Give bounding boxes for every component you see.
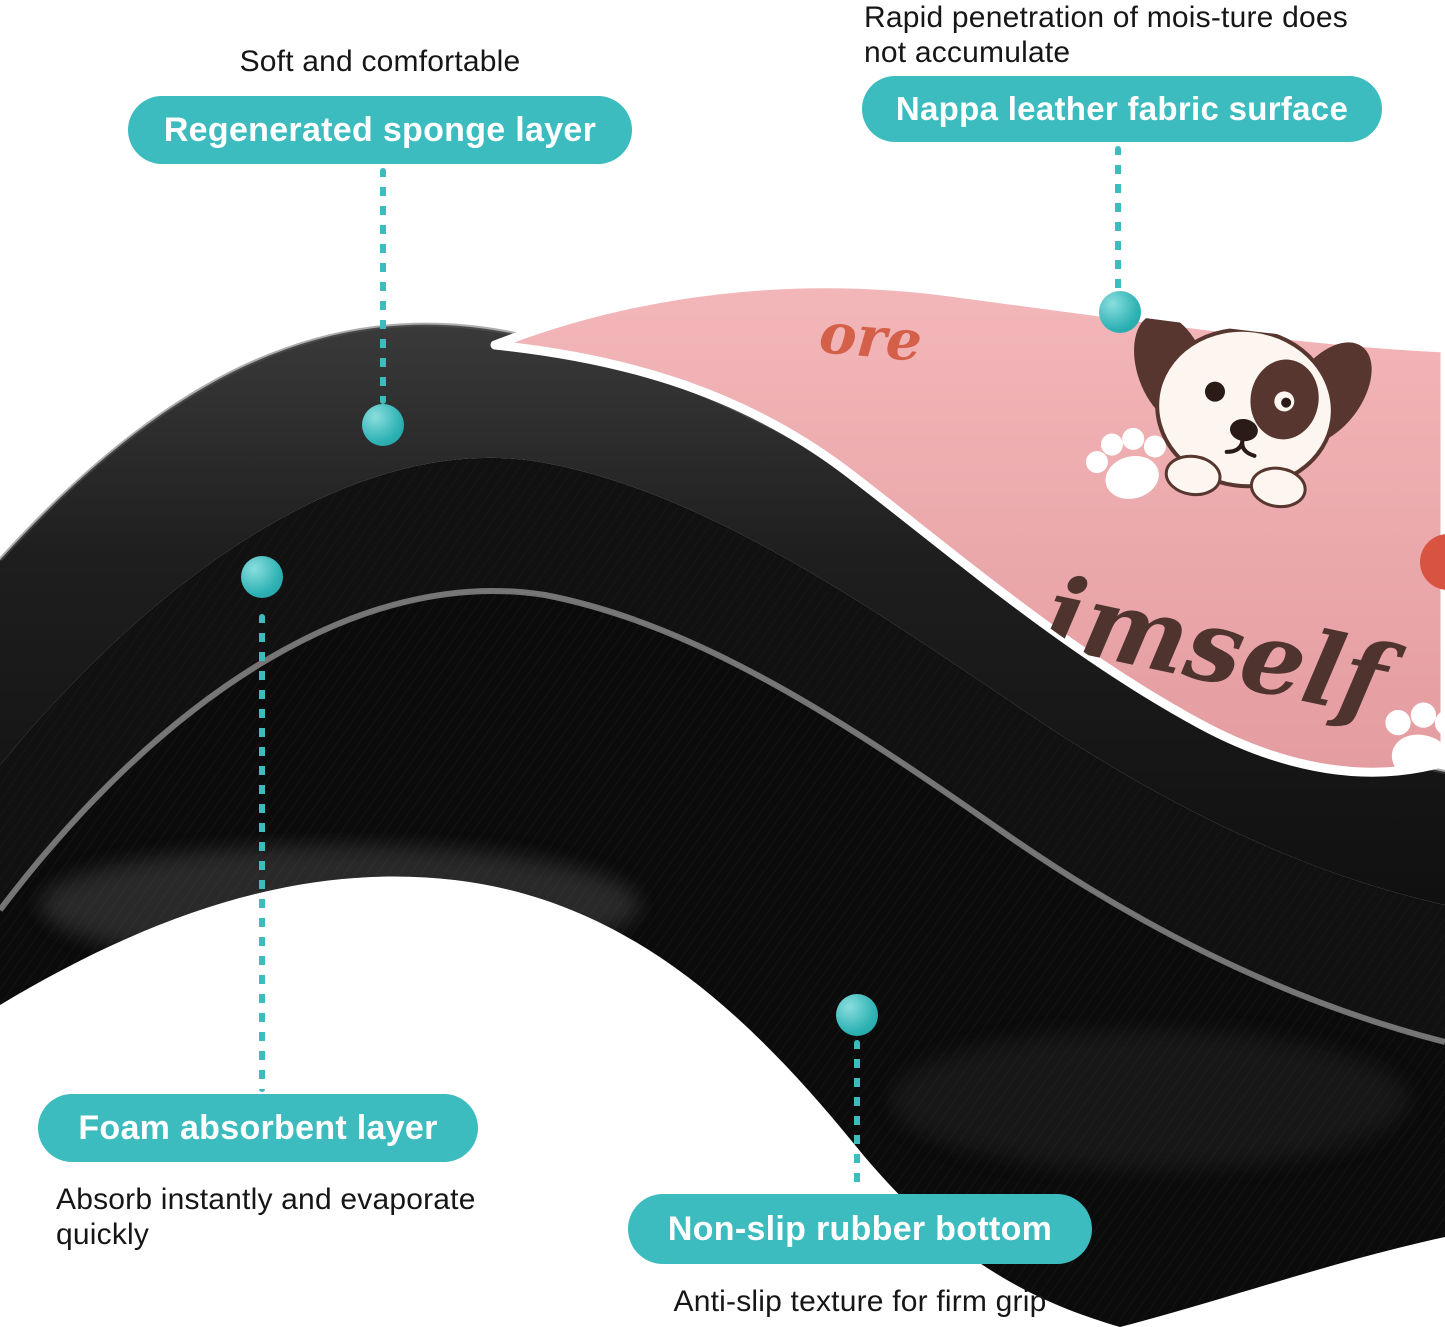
foam-callout-dot (241, 556, 283, 598)
sponge-note-text: Soft and comfortable (239, 45, 521, 78)
foam-layer-pill: Foam absorbent layer (38, 1094, 478, 1162)
dog-illustration (1134, 313, 1372, 509)
sponge-callout-dot (362, 404, 404, 446)
grey-edge-line (0, 588, 1445, 1045)
sponge-callout-line (380, 168, 386, 404)
nappa-surface-label: Nappa leather fabric surface (895, 90, 1349, 127)
rubber-note: Anti-slip texture for firm grip (620, 1284, 1100, 1319)
nappa-note-line1: Rapid penetration of mois-ture does (864, 1, 1348, 34)
sponge-note: Soft and comfortable (128, 44, 632, 79)
rubber-bottom-label: Non-slip rubber bottom (667, 1209, 1053, 1248)
foam-note: Absorb instantly and evaporate quickly (56, 1182, 546, 1253)
paw-print-icon (1085, 427, 1166, 499)
sponge-layer-pill: Regenerated sponge layer (128, 96, 632, 164)
rubber-bottom-pill: Non-slip rubber bottom (628, 1194, 1092, 1264)
rubber-callout-line (854, 1040, 860, 1192)
nappa-note: Rapid penetration of mois-ture does not … (864, 0, 1434, 71)
foam-note-line1: Absorb instantly and evaporate (56, 1183, 476, 1216)
foam-callout-line (259, 614, 265, 1092)
foam-layer-label: Foam absorbent layer (78, 1108, 438, 1147)
rubber-note-text: Anti-slip texture for firm grip (673, 1285, 1047, 1318)
nappa-callout-dot (1099, 291, 1141, 333)
foam-note-line2: quickly (56, 1218, 150, 1252)
nappa-callout-line (1115, 146, 1121, 291)
red-motif (1420, 534, 1445, 590)
sponge-layer-label: Regenerated sponge layer (163, 110, 597, 149)
print-word-fragment-top: ore (817, 300, 925, 375)
nappa-surface-pill: Nappa leather fabric surface (862, 76, 1382, 142)
nappa-note-line2: not accumulate (864, 36, 1071, 70)
rubber-callout-dot (836, 994, 878, 1036)
